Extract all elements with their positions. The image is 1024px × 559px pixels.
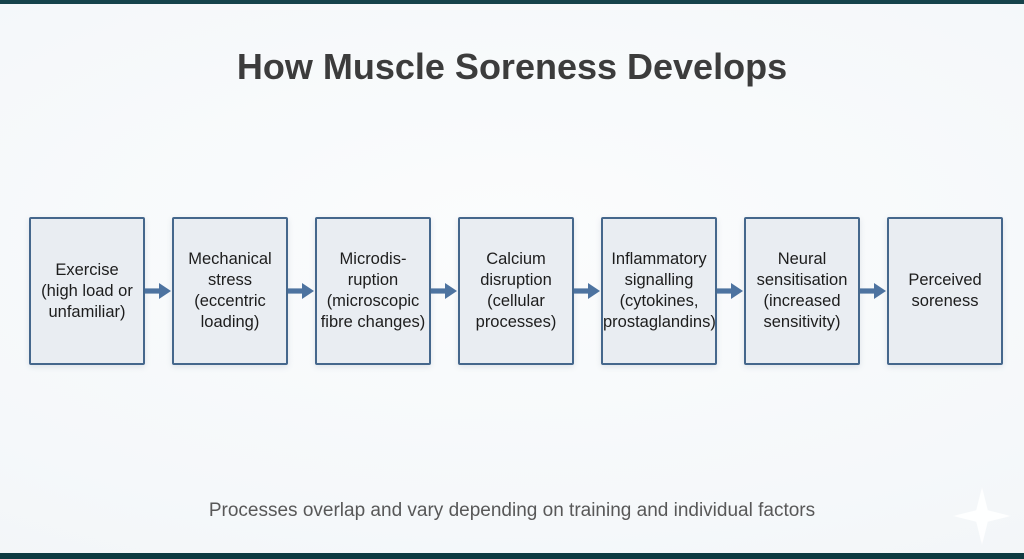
flow-step-text: Inflammatory — [611, 250, 707, 268]
flow-step-text: Perceived — [908, 271, 982, 289]
flow-step-text: processes) — [475, 313, 557, 331]
flow-step-text: Neural — [777, 250, 827, 268]
arrow-right-icon — [145, 283, 171, 299]
flow-connector — [717, 217, 744, 365]
flow-step-text: loading) — [200, 313, 260, 331]
flow-diagram: Exercise (high load or unfamiliar) Mechanic… — [29, 217, 1003, 365]
arrow-right-icon — [717, 283, 743, 299]
flow-step-text: (high load or — [41, 281, 133, 300]
flow-step-text: prostaglandins) — [603, 313, 716, 331]
flow-step-text: (cytokines, — [619, 292, 699, 310]
flow-step-text: Microdis- — [339, 250, 407, 268]
flow-step-text: (eccentric — [194, 292, 266, 310]
arrow-right-icon — [574, 283, 600, 299]
flow-step: Inflammatory signalling (cytokines, prostag… — [601, 217, 717, 365]
flow-step-text: Calcium — [486, 250, 546, 268]
flow-step-text: Exercise — [55, 260, 119, 279]
flow-step-text: Mechanical — [188, 250, 272, 268]
flow-step-text: unfamiliar) — [48, 302, 126, 321]
flow-connector — [288, 217, 315, 365]
top-letterbox-bar — [0, 0, 1024, 4]
flow-connector — [431, 217, 458, 365]
flow-step-text: fibre changes) — [320, 313, 426, 331]
flow-step-text: (cellular — [487, 292, 545, 310]
flow-step: Calcium disruption (cellular processes) — [458, 217, 574, 365]
flow-step-text: (microscopic — [326, 292, 420, 310]
flow-connector — [145, 217, 172, 365]
flow-step-text: stress — [207, 271, 252, 289]
flow-step: Mechanical stress (eccentric loading) — [172, 217, 288, 365]
flow-step: Exercise (high load or unfamiliar) — [29, 217, 145, 365]
flow-step: Neural sensitisation (increased sensitivity… — [744, 217, 860, 365]
sparkle-icon — [953, 487, 1011, 545]
flow-step-text: ruption — [347, 271, 399, 289]
flow-step-text: disruption — [480, 271, 552, 289]
arrow-right-icon — [288, 283, 314, 299]
flow-connector — [860, 217, 887, 365]
flow-step-text: signalling — [624, 271, 694, 289]
footnote: Processes overlap and vary depending on … — [208, 500, 816, 521]
flow-connector — [574, 217, 601, 365]
flow-step-text: sensitivity) — [763, 313, 841, 331]
flow-step: Perceived soreness — [887, 217, 1003, 365]
flow-step: Microdis-ruption (microscopic fibre change… — [315, 217, 431, 365]
flow-step-text: sensitisation — [756, 271, 848, 289]
flow-step-text: soreness — [911, 292, 979, 310]
arrow-right-icon — [860, 283, 886, 299]
arrow-right-icon — [431, 283, 457, 299]
bottom-letterbox-bar — [0, 553, 1024, 559]
flow-step-text: (increased — [763, 292, 841, 310]
page-title: How Muscle Soreness Develops — [236, 46, 788, 87]
